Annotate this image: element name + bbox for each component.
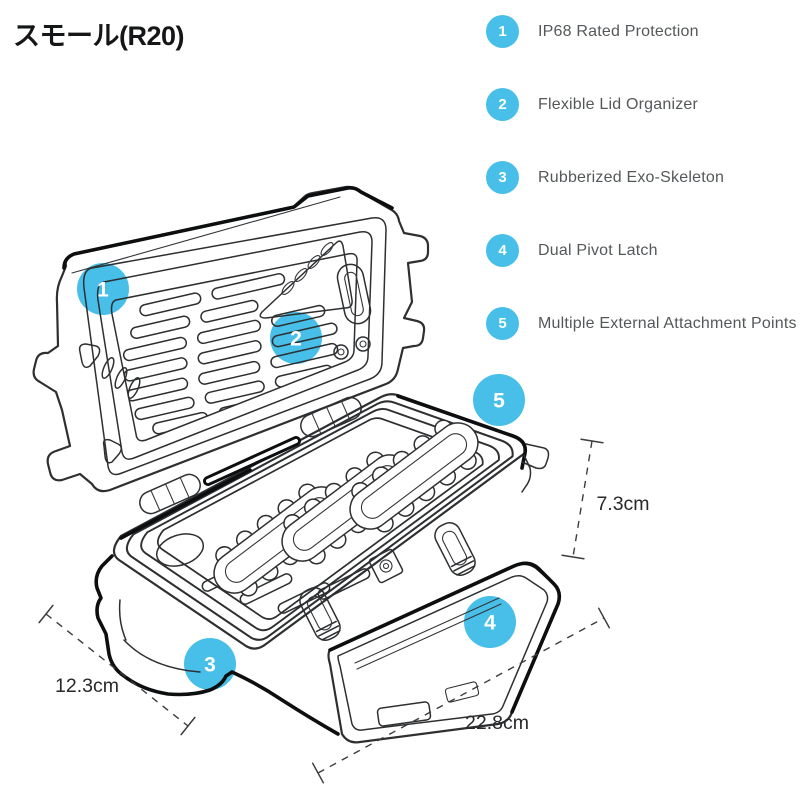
dimension-height-label: 7.3cm <box>596 493 649 515</box>
callout-number-5: 5 <box>493 390 505 413</box>
legend-item: 2 Flexible Lid Organizer <box>486 88 797 121</box>
dimension-depth-label: 12.3cm <box>55 675 119 697</box>
legend-item: 1 IP68 Rated Protection <box>486 15 797 48</box>
legend-item-label: Flexible Lid Organizer <box>538 95 699 113</box>
organizer-strip-3 <box>349 419 479 533</box>
callout-number-2: 2 <box>290 328 302 351</box>
attachment-tab-right <box>521 443 550 470</box>
case-door <box>327 561 562 744</box>
case-lid <box>32 185 430 493</box>
callout-number-3: 3 <box>204 654 216 677</box>
dimension-height: 7.3cm <box>561 438 650 560</box>
legend-item-label: Dual Pivot Latch <box>538 241 658 259</box>
callout-badge-3 <box>184 638 236 690</box>
lid-inner-panel <box>110 252 358 442</box>
lid-window <box>336 263 372 325</box>
legend-item: 3 Rubberized Exo-Skeleton <box>486 161 797 194</box>
callout-number-4: 4 <box>484 612 496 635</box>
number-badge-5: 5 <box>486 307 519 340</box>
lid-brace <box>259 240 353 319</box>
number-badge-4: 4 <box>486 234 519 267</box>
legend-item: 5 Multiple External Attachment Points <box>486 307 797 340</box>
number-badge-2: 2 <box>486 88 519 121</box>
exo-skeleton-shell <box>94 554 340 736</box>
dimension-depth: 12.3cm <box>38 604 196 736</box>
callout-badge-4 <box>464 596 516 648</box>
callout-number-1: 1 <box>97 279 109 302</box>
callout-badge-5 <box>473 374 525 426</box>
door-detail <box>444 681 480 703</box>
door-detail <box>376 701 432 727</box>
latch-front-left <box>299 587 341 641</box>
callout-badge-1 <box>77 263 129 315</box>
snap-dome <box>355 336 371 352</box>
floor-hole <box>155 533 205 567</box>
callout-numbers: 1 2 3 4 5 <box>97 279 505 677</box>
number-badge-1: 1 <box>486 15 519 48</box>
number-badge-3: 3 <box>486 161 519 194</box>
legend-item-label: Multiple External Attachment Points <box>538 314 797 332</box>
snap-dome <box>333 344 349 360</box>
page-title: スモール(R20) <box>13 21 185 51</box>
latch-front-right <box>434 522 476 576</box>
feature-legend: 1 IP68 Rated Protection 2 Flexible Lid O… <box>486 15 797 380</box>
dimension-width: 22.8cm <box>311 607 611 784</box>
hinge-left <box>139 473 201 515</box>
legend-item-label: Rubberized Exo-Skeleton <box>538 168 725 186</box>
legend-item: 4 Dual Pivot Latch <box>486 234 797 267</box>
dimension-width-label: 22.8cm <box>465 712 529 734</box>
lock-plate <box>368 548 404 584</box>
legend-item-label: IP68 Rated Protection <box>538 22 699 40</box>
case-base <box>94 393 550 736</box>
